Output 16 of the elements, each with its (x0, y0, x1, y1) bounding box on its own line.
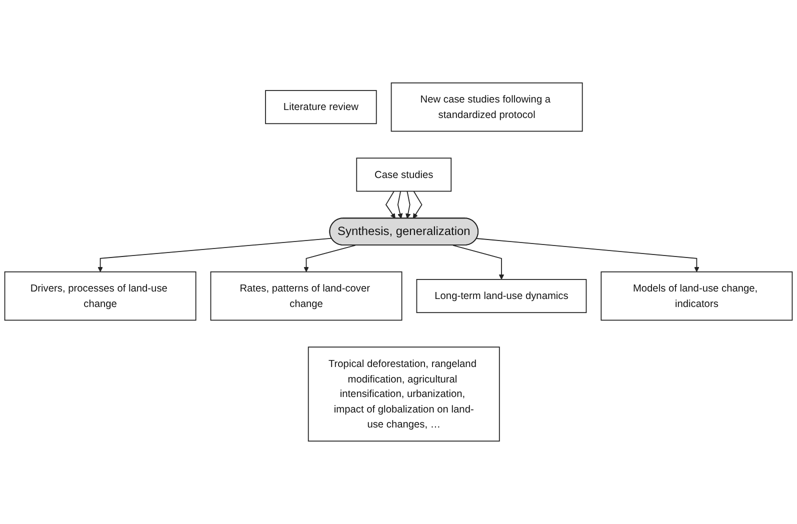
arrow (412, 190, 422, 219)
arrow (98, 238, 332, 272)
arrow (406, 190, 411, 219)
node-box: Rates, patterns of land-cover change (210, 271, 402, 321)
node-box: Long-term land-use dynamics (416, 279, 587, 314)
arrow (452, 244, 504, 280)
node-box: Literature review (265, 90, 377, 124)
node-box: Models of land-use change, indicators (600, 271, 793, 321)
node-box: Drivers, processes of land-use change (4, 271, 196, 321)
node-box: Tropical deforestation, rangeland modification, agricultural intensification, urbanization, impact of globalization on land-use changes, … (308, 346, 500, 442)
arrow (385, 190, 396, 219)
arrow (397, 190, 403, 219)
node-box: Case studies (356, 158, 452, 192)
arrow (304, 244, 356, 272)
node-box: New case studies following a standardized protocol (390, 82, 583, 132)
arrow (476, 238, 700, 272)
